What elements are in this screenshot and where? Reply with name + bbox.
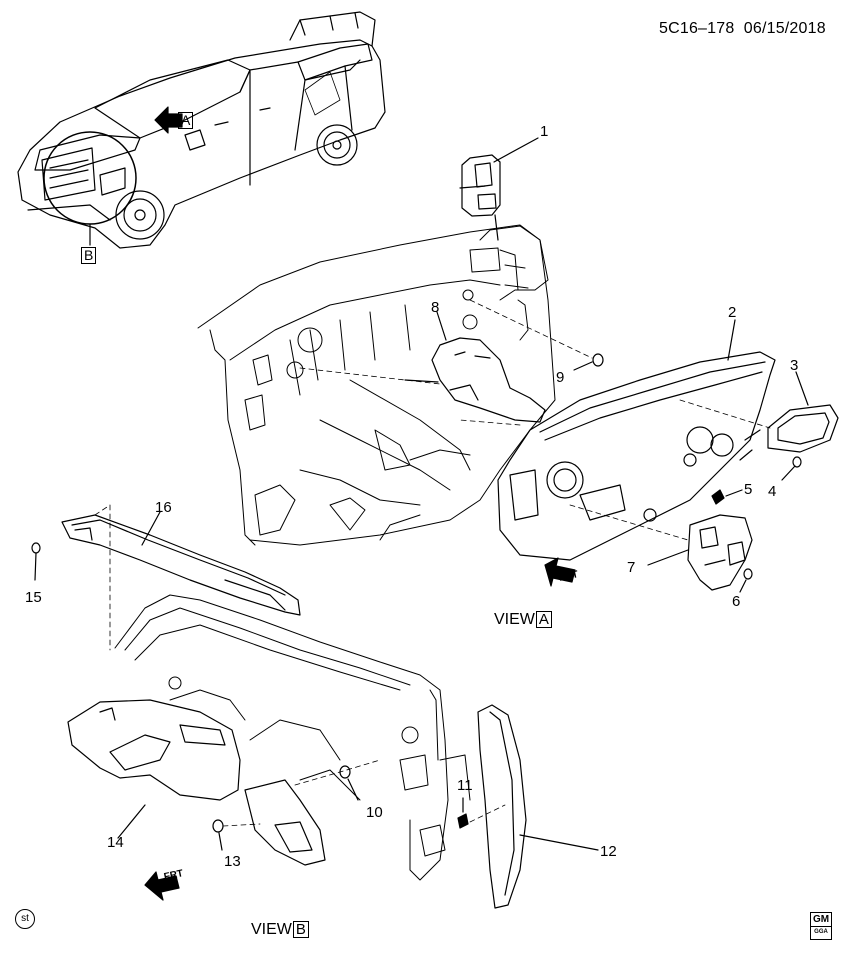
part-9-plug: [592, 353, 604, 367]
centerline-part-16: [94, 504, 111, 651]
callout-9: 9: [556, 369, 565, 386]
leader-part-9: [573, 361, 593, 371]
part-10-plug: [339, 765, 351, 779]
centerline-part-9: [469, 299, 593, 359]
part-1-bracket: [459, 154, 501, 217]
part-13-plug: [212, 819, 224, 833]
leader-part-15: [34, 552, 37, 581]
callout-5: 5: [744, 481, 753, 498]
centerline-part-13: [222, 823, 261, 827]
callout-10: 10: [366, 804, 383, 821]
callout-8: 8: [431, 299, 440, 316]
leader-part-1: [493, 137, 539, 163]
leader-part-5: [725, 489, 743, 497]
callout-14: 14: [107, 834, 124, 851]
leader-part-1-drop: [494, 214, 499, 241]
centerline-part-3: [679, 399, 771, 429]
leader-part-10: [347, 778, 359, 801]
callout-12: 12: [600, 843, 617, 860]
diagram-date: 06/15/2018: [743, 20, 826, 37]
leader-part-8: [436, 311, 447, 341]
part-3-seal: [767, 404, 839, 453]
part-7-module: [687, 514, 753, 591]
part-15-plug: [31, 542, 41, 554]
callout-13: 13: [224, 853, 241, 870]
part-12-panel: [477, 704, 527, 909]
st-mark: st: [15, 909, 35, 929]
centerline-part-7: [569, 504, 689, 541]
truck-marker-a: A: [178, 112, 194, 129]
callout-15: 15: [25, 589, 42, 606]
callout-16: 16: [155, 499, 172, 516]
leader-part-14: [117, 804, 146, 839]
diagram-header: 5C16–178 06/15/2018: [659, 21, 826, 37]
callout-6: 6: [732, 593, 741, 610]
callout-4: 4: [768, 483, 777, 500]
frt-arrow-b: [144, 871, 180, 901]
leader-part-4: [781, 465, 796, 481]
leader-part-3: [795, 371, 809, 406]
leader-part-13: [218, 832, 223, 851]
centerline-part-2: [459, 419, 521, 426]
centerline-part-10: [294, 759, 381, 786]
part-8-insulator: [299, 337, 546, 423]
callout-2: 2: [728, 304, 737, 321]
leader-part-16: [141, 511, 161, 546]
upper-body-structure: [197, 224, 556, 546]
truck-marker-b: B: [81, 247, 97, 264]
callout-1: 1: [540, 123, 549, 140]
part-16-cowl-seal: [61, 514, 301, 616]
callout-3: 3: [790, 357, 799, 374]
part-4-plug: [792, 456, 802, 468]
part-5-nut: [711, 489, 725, 505]
reference-code: 5C16–178: [659, 20, 735, 37]
part-11-nut: [457, 813, 469, 829]
truck-illustration: [17, 11, 386, 249]
part-2-dash-panel: [497, 351, 776, 561]
callout-11: 11: [457, 777, 473, 794]
centerline-part-11: [469, 804, 506, 823]
leader-part-6: [739, 579, 747, 593]
part-14-insulator: [67, 699, 326, 866]
leader-part-2: [727, 319, 736, 361]
leader-part-7: [647, 549, 689, 566]
leader-part-12: [519, 834, 599, 851]
frt-arrow-a: [544, 557, 576, 587]
lower-body-structure: [114, 594, 471, 881]
part-6-fastener: [743, 568, 753, 580]
callout-7: 7: [627, 559, 636, 576]
